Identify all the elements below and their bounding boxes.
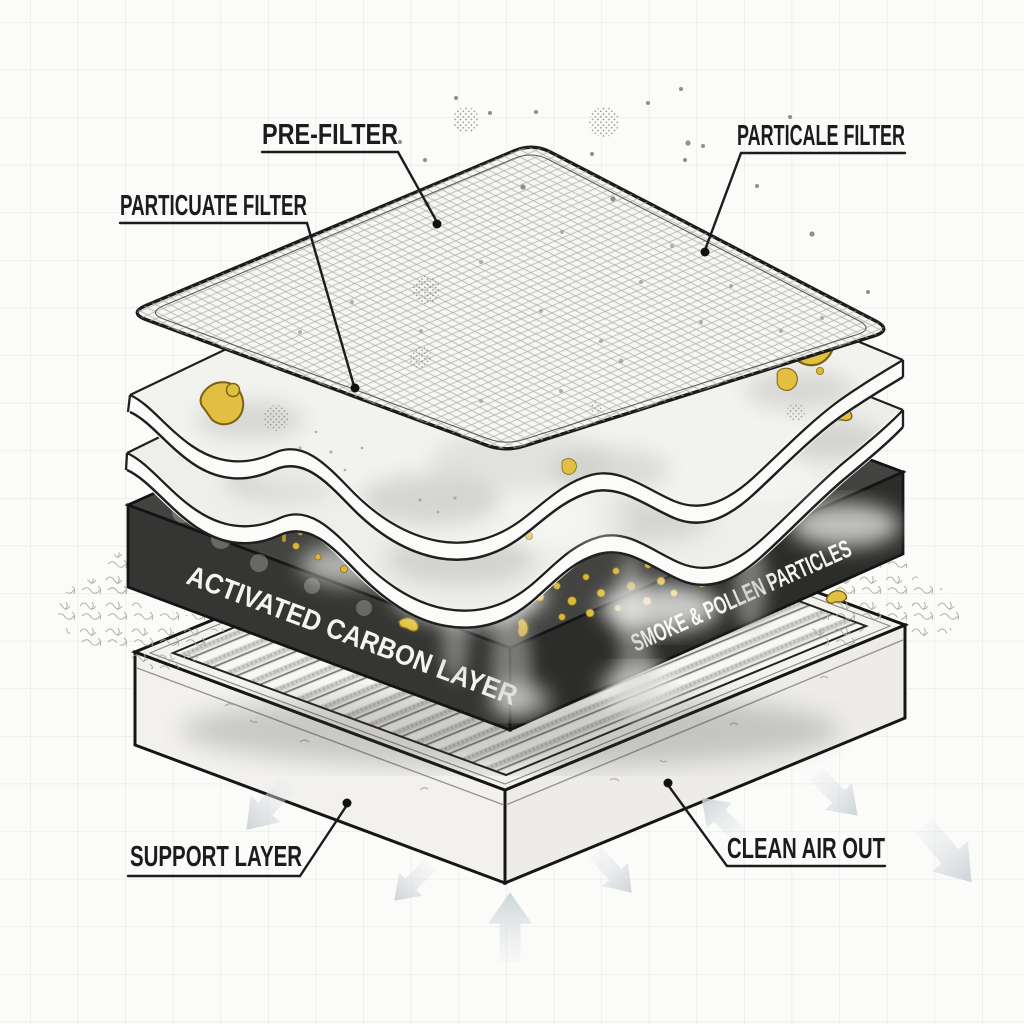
callout-clean-air-out: CLEAN AIR OUT — [663, 778, 887, 868]
leader-line — [260, 150, 439, 224]
stipple-dots-sheet1 — [298, 430, 457, 514]
label-particale-filter: PARTICALE FILTER — [737, 120, 905, 152]
pre-filter-mesh-layer — [135, 145, 886, 451]
dust-cluster — [409, 346, 431, 368]
leader-line — [126, 803, 349, 878]
label-support-layer: SUPPORT LAYER — [130, 841, 302, 873]
leader-dot — [350, 383, 360, 393]
dust-cluster — [412, 276, 440, 304]
leader-line — [703, 151, 907, 252]
callout-pre-filter: PRE-FILTER — [260, 119, 442, 229]
leader-dot — [432, 219, 442, 229]
label-particuate-filter: PARTICUATE FILTER — [120, 190, 307, 222]
dust-spot — [263, 405, 289, 431]
label-clean-air-out: CLEAN AIR OUT — [727, 833, 885, 865]
mesh-specks — [298, 230, 824, 403]
dust-cluster — [590, 401, 602, 413]
leader-dot — [342, 798, 352, 808]
callout-support-layer: SUPPORT LAYER — [126, 798, 352, 878]
leader-dot — [700, 247, 710, 257]
leader-line — [666, 783, 887, 868]
label-pre-filter: PRE-FILTER — [262, 119, 398, 151]
floating-particles — [398, 87, 870, 294]
leader-dot — [663, 778, 673, 788]
callout-particale-filter: PARTICALE FILTER — [700, 120, 907, 257]
leader-line — [118, 221, 356, 388]
smoke-white — [490, 664, 680, 718]
pollen-blobs-sheet1 — [194, 316, 836, 475]
callouts: PRE-FILTER PARTICUATE FILTER PARTICALE F… — [118, 119, 907, 878]
callout-particuate-filter: PARTICUATE FILTER — [118, 190, 360, 393]
dust-spot — [787, 403, 805, 421]
